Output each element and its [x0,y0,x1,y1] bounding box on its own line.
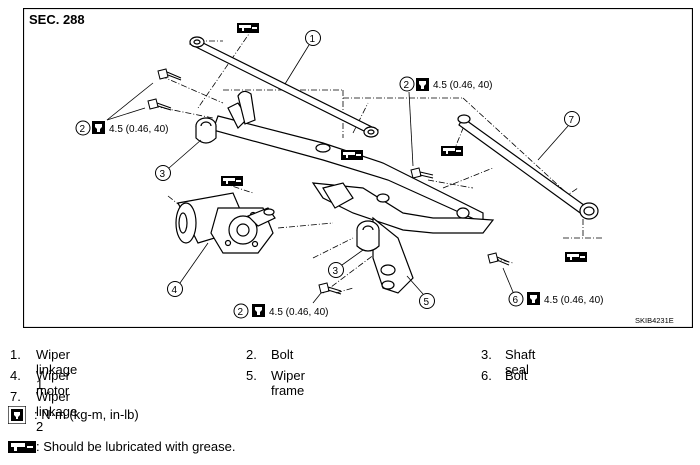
legend-label: Shaft seal [505,347,536,377]
wiper-motor [175,192,276,254]
image-code: SKIB4231E [635,316,674,325]
grease-icon [8,441,36,453]
bolt-bottom [318,282,342,295]
svg-text:3: 3 [333,266,339,277]
legend-label: Wiper linkage 2 [36,389,78,434]
svg-text:4.5 (0.46, 40): 4.5 (0.46, 40) [109,124,168,135]
torque-icon [416,78,429,91]
torque-note-text: : N·m (kg-m, in-lb) [34,407,139,422]
svg-text:4.5 (0.46, 40): 4.5 (0.46, 40) [433,80,492,91]
callout-3-left: 3 [155,139,202,181]
callout-3-right: 3 [328,249,364,278]
legend-label: Wiper linkage 1 [36,347,78,392]
svg-text:3: 3 [160,169,166,180]
callout-7: 7 [537,111,580,161]
grease-icon [341,150,363,160]
shaft-seal-left [195,117,217,144]
wiper-frame [212,90,495,294]
diagram-frame [23,8,693,328]
torque-icon [8,406,26,424]
legend-label: Bolt [271,347,294,362]
legend-label: Wiper frame [271,368,305,398]
legend-label: Wiper motor [36,368,70,398]
svg-text:2: 2 [238,307,244,318]
wiper-linkage-1 [189,36,379,138]
legend-num: 6. [481,368,492,383]
grease-icon [237,23,259,33]
svg-text:5: 5 [424,297,430,308]
legend-num: 2. [246,347,257,362]
svg-text:4: 4 [172,285,178,296]
svg-text:4.5 (0.46, 40): 4.5 (0.46, 40) [544,295,603,306]
bolt-right [487,252,510,266]
legend-num: 4. [10,368,21,383]
torque-annotation-right: 6 4.5 (0.46, 40) [502,267,603,307]
grease-icon [221,176,243,186]
svg-text:6: 6 [513,295,519,306]
legend-num: 5. [246,368,257,383]
svg-text:2: 2 [404,80,410,91]
torque-icon [527,292,540,305]
legend-label: Bolt [505,368,528,383]
callout-1: 1 [284,30,321,85]
section-label: SEC. 288 [29,12,85,27]
torque-annotation-top-right: 2 4.5 (0.46, 40) [399,76,492,167]
shaft-seal-right [356,220,380,252]
legend-num: 7. [10,389,21,404]
wiper-linkage-2 [457,114,599,220]
torque-annotation-bottom: 2 4.5 (0.46, 40) [233,292,328,319]
grease-icon [441,146,463,156]
torque-icon [92,121,105,134]
svg-text:4.5 (0.46, 40): 4.5 (0.46, 40) [269,307,328,318]
exploded-diagram: SEC. 288 SKIB4231E [23,8,693,328]
callout-4: 4 [167,242,209,297]
svg-text:1: 1 [310,34,316,45]
bolt-top-left-2 [147,98,172,111]
bolt-mid-right [410,167,434,179]
svg-text:7: 7 [569,115,575,126]
svg-text:2: 2 [80,124,86,135]
callout-5: 5 [406,275,435,309]
torque-icon [252,304,265,317]
legend-num: 1. [10,347,21,362]
bolt-top-left-1 [157,68,182,81]
leader-lines [152,27,603,294]
grease-icon [565,252,587,262]
grease-note-text: : Should be lubricated with grease. [36,439,236,454]
legend-num: 3. [481,347,492,362]
torque-annotation-left: 2 4.5 (0.46, 40) [75,82,168,136]
